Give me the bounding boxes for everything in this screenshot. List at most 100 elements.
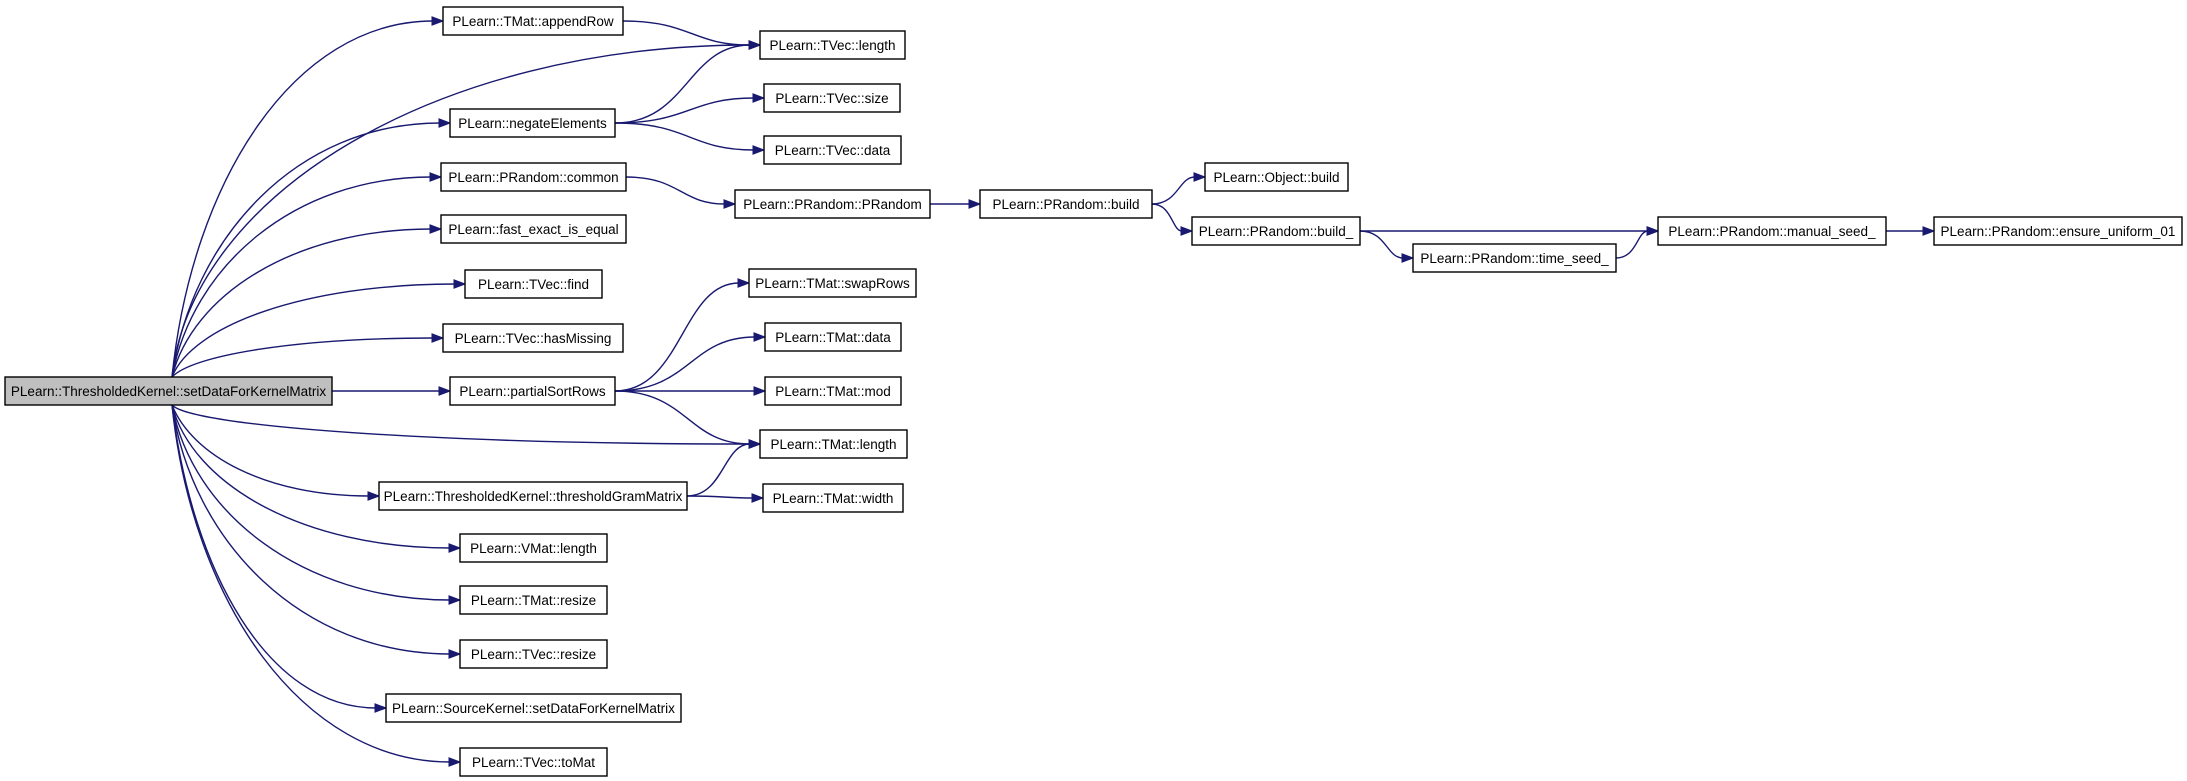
- graph-node[interactable]: PLearn::PRandom::manual_seed_: [1657, 216, 1887, 246]
- graph-edge-arrowhead: [453, 279, 467, 289]
- graph-edge: [171, 404, 370, 497]
- graph-edge: [614, 122, 755, 151]
- graph-node[interactable]: PLearn::TMat::length: [759, 429, 908, 459]
- graph-node-box: [1204, 162, 1349, 192]
- graph-edge-arrowhead: [448, 649, 462, 659]
- graph-node-box: [763, 135, 902, 165]
- graph-edge-arrowhead: [367, 491, 381, 501]
- graph-edge: [171, 404, 451, 549]
- graph-node-label: PLearn::TMat::data: [775, 330, 891, 345]
- graph-node-label: PLearn::TVec::toMat: [472, 755, 595, 770]
- graph-edge: [614, 97, 755, 124]
- graph-edge-arrowhead: [448, 595, 462, 605]
- graph-edge: [614, 282, 740, 392]
- graph-node[interactable]: PLearn::PRandom::ensure_uniform_01: [1933, 216, 2183, 246]
- graph-node-label: PLearn::ThresholdedKernel::thresholdGram…: [384, 489, 683, 504]
- graph-edge: [171, 283, 456, 378]
- graph-edge: [171, 404, 451, 655]
- graph-node-box: [979, 189, 1153, 219]
- graph-node-box: [763, 83, 901, 113]
- graph-node-box: [464, 269, 603, 299]
- graph-node[interactable]: PLearn::TVec::length: [759, 30, 906, 60]
- graph-node[interactable]: PLearn::VMat::length: [459, 533, 608, 563]
- graph-node-label: PLearn::PRandom::build_: [1199, 224, 1354, 239]
- graph-edge: [171, 404, 451, 601]
- graph-node-label: PLearn::fast_exact_is_equal: [448, 222, 618, 237]
- graph-node[interactable]: PLearn::PRandom::build: [979, 189, 1153, 219]
- graph-node[interactable]: PLearn::Object::build: [1204, 162, 1349, 192]
- graph-node[interactable]: PLearn::negateElements: [449, 108, 616, 138]
- graph-node-box: [378, 481, 688, 511]
- graph-node-label: PLearn::TMat::swapRows: [755, 276, 910, 291]
- graph-node-box: [764, 376, 902, 406]
- graph-node[interactable]: PLearn::TVec::find: [464, 269, 603, 299]
- graph-node[interactable]: PLearn::PRandom::common: [440, 162, 627, 192]
- graph-node-box: [1412, 243, 1617, 273]
- graph-edge-arrowhead: [748, 40, 762, 50]
- graph-node[interactable]: PLearn::TVec::size: [763, 83, 901, 113]
- graph-node-label: PLearn::TVec::data: [775, 143, 891, 158]
- graph-node[interactable]: PLearn::TMat::appendRow: [442, 6, 624, 36]
- graph-node-box: [459, 533, 608, 563]
- graph-node[interactable]: PLearn::fast_exact_is_equal: [440, 214, 627, 244]
- graph-edge: [171, 404, 751, 445]
- graph-edge: [171, 337, 434, 378]
- graph-node[interactable]: PLearn::TVec::hasMissing: [442, 323, 624, 353]
- graph-node-box: [759, 30, 906, 60]
- graph-edge: [1359, 230, 1404, 259]
- graph-node-box: [4, 376, 333, 406]
- graph-edge: [614, 390, 751, 445]
- graph-node-label: PLearn::TVec::find: [478, 277, 589, 292]
- graph-node-label: PLearn::PRandom::manual_seed_: [1668, 224, 1876, 239]
- graph-node-box: [1657, 216, 1887, 246]
- graph-edge: [171, 176, 432, 378]
- graph-node-label: PLearn::ThresholdedKernel::setDataForKer…: [11, 384, 326, 399]
- graph-node-label: PLearn::TVec::resize: [471, 647, 596, 662]
- graph-node[interactable]: PLearn::TMat::mod: [764, 376, 902, 406]
- graph-node[interactable]: PLearn::PRandom::PRandom: [734, 189, 931, 219]
- graph-node[interactable]: PLearn::TVec::toMat: [459, 747, 608, 777]
- graph-node-root[interactable]: PLearn::ThresholdedKernel::setDataForKer…: [4, 376, 333, 406]
- graph-node[interactable]: PLearn::TMat::width: [762, 483, 904, 513]
- graph-edge: [171, 404, 451, 763]
- graph-node[interactable]: PLearn::TMat::data: [764, 322, 902, 352]
- graph-edge: [686, 495, 754, 499]
- graph-edge: [614, 336, 756, 392]
- graph-node[interactable]: PLearn::TMat::resize: [459, 585, 608, 615]
- graph-node-box: [385, 693, 682, 723]
- graph-edge-arrowhead: [752, 145, 766, 155]
- graph-node-label: PLearn::PRandom::PRandom: [743, 197, 922, 212]
- graph-edge-arrowhead: [968, 199, 982, 209]
- graph-edge-arrowhead: [1193, 172, 1207, 182]
- graph-node-label: PLearn::PRandom::build: [992, 197, 1139, 212]
- graph-node-label: PLearn::TMat::resize: [471, 593, 596, 608]
- graph-node-label: PLearn::VMat::length: [470, 541, 597, 556]
- graph-node[interactable]: PLearn::TVec::resize: [459, 639, 608, 669]
- graph-node-label: PLearn::SourceKernel::setDataForKernelMa…: [392, 701, 675, 716]
- graph-node-box: [440, 214, 627, 244]
- graph-node-label: PLearn::TMat::mod: [775, 384, 891, 399]
- graph-node[interactable]: PLearn::TVec::data: [763, 135, 902, 165]
- graph-node[interactable]: PLearn::TMat::swapRows: [748, 268, 917, 298]
- graph-edge: [1151, 203, 1183, 232]
- graph-edge-arrowhead: [753, 332, 767, 342]
- graph-edge-arrowhead: [429, 224, 443, 234]
- graph-node[interactable]: PLearn::PRandom::time_seed_: [1412, 243, 1617, 273]
- graph-node[interactable]: PLearn::ThresholdedKernel::thresholdGram…: [378, 481, 688, 511]
- graph-node-box: [459, 747, 608, 777]
- graph-node[interactable]: PLearn::partialSortRows: [449, 376, 616, 406]
- graph-node-box: [764, 322, 902, 352]
- graph-node[interactable]: PLearn::SourceKernel::setDataForKernelMa…: [385, 693, 682, 723]
- graph-edge-arrowhead: [751, 493, 765, 503]
- graph-node-label: PLearn::partialSortRows: [459, 384, 606, 399]
- graph-edge-arrowhead: [1180, 226, 1194, 236]
- graph-node[interactable]: PLearn::PRandom::build_: [1191, 216, 1361, 246]
- graph-edge: [171, 44, 751, 378]
- graph-node-box: [762, 483, 904, 513]
- graph-edge-arrowhead: [723, 199, 737, 209]
- graph-edge: [171, 228, 432, 378]
- call-graph-edges: [171, 16, 1936, 767]
- graph-edge-arrowhead: [737, 278, 751, 288]
- graph-edge: [614, 44, 751, 124]
